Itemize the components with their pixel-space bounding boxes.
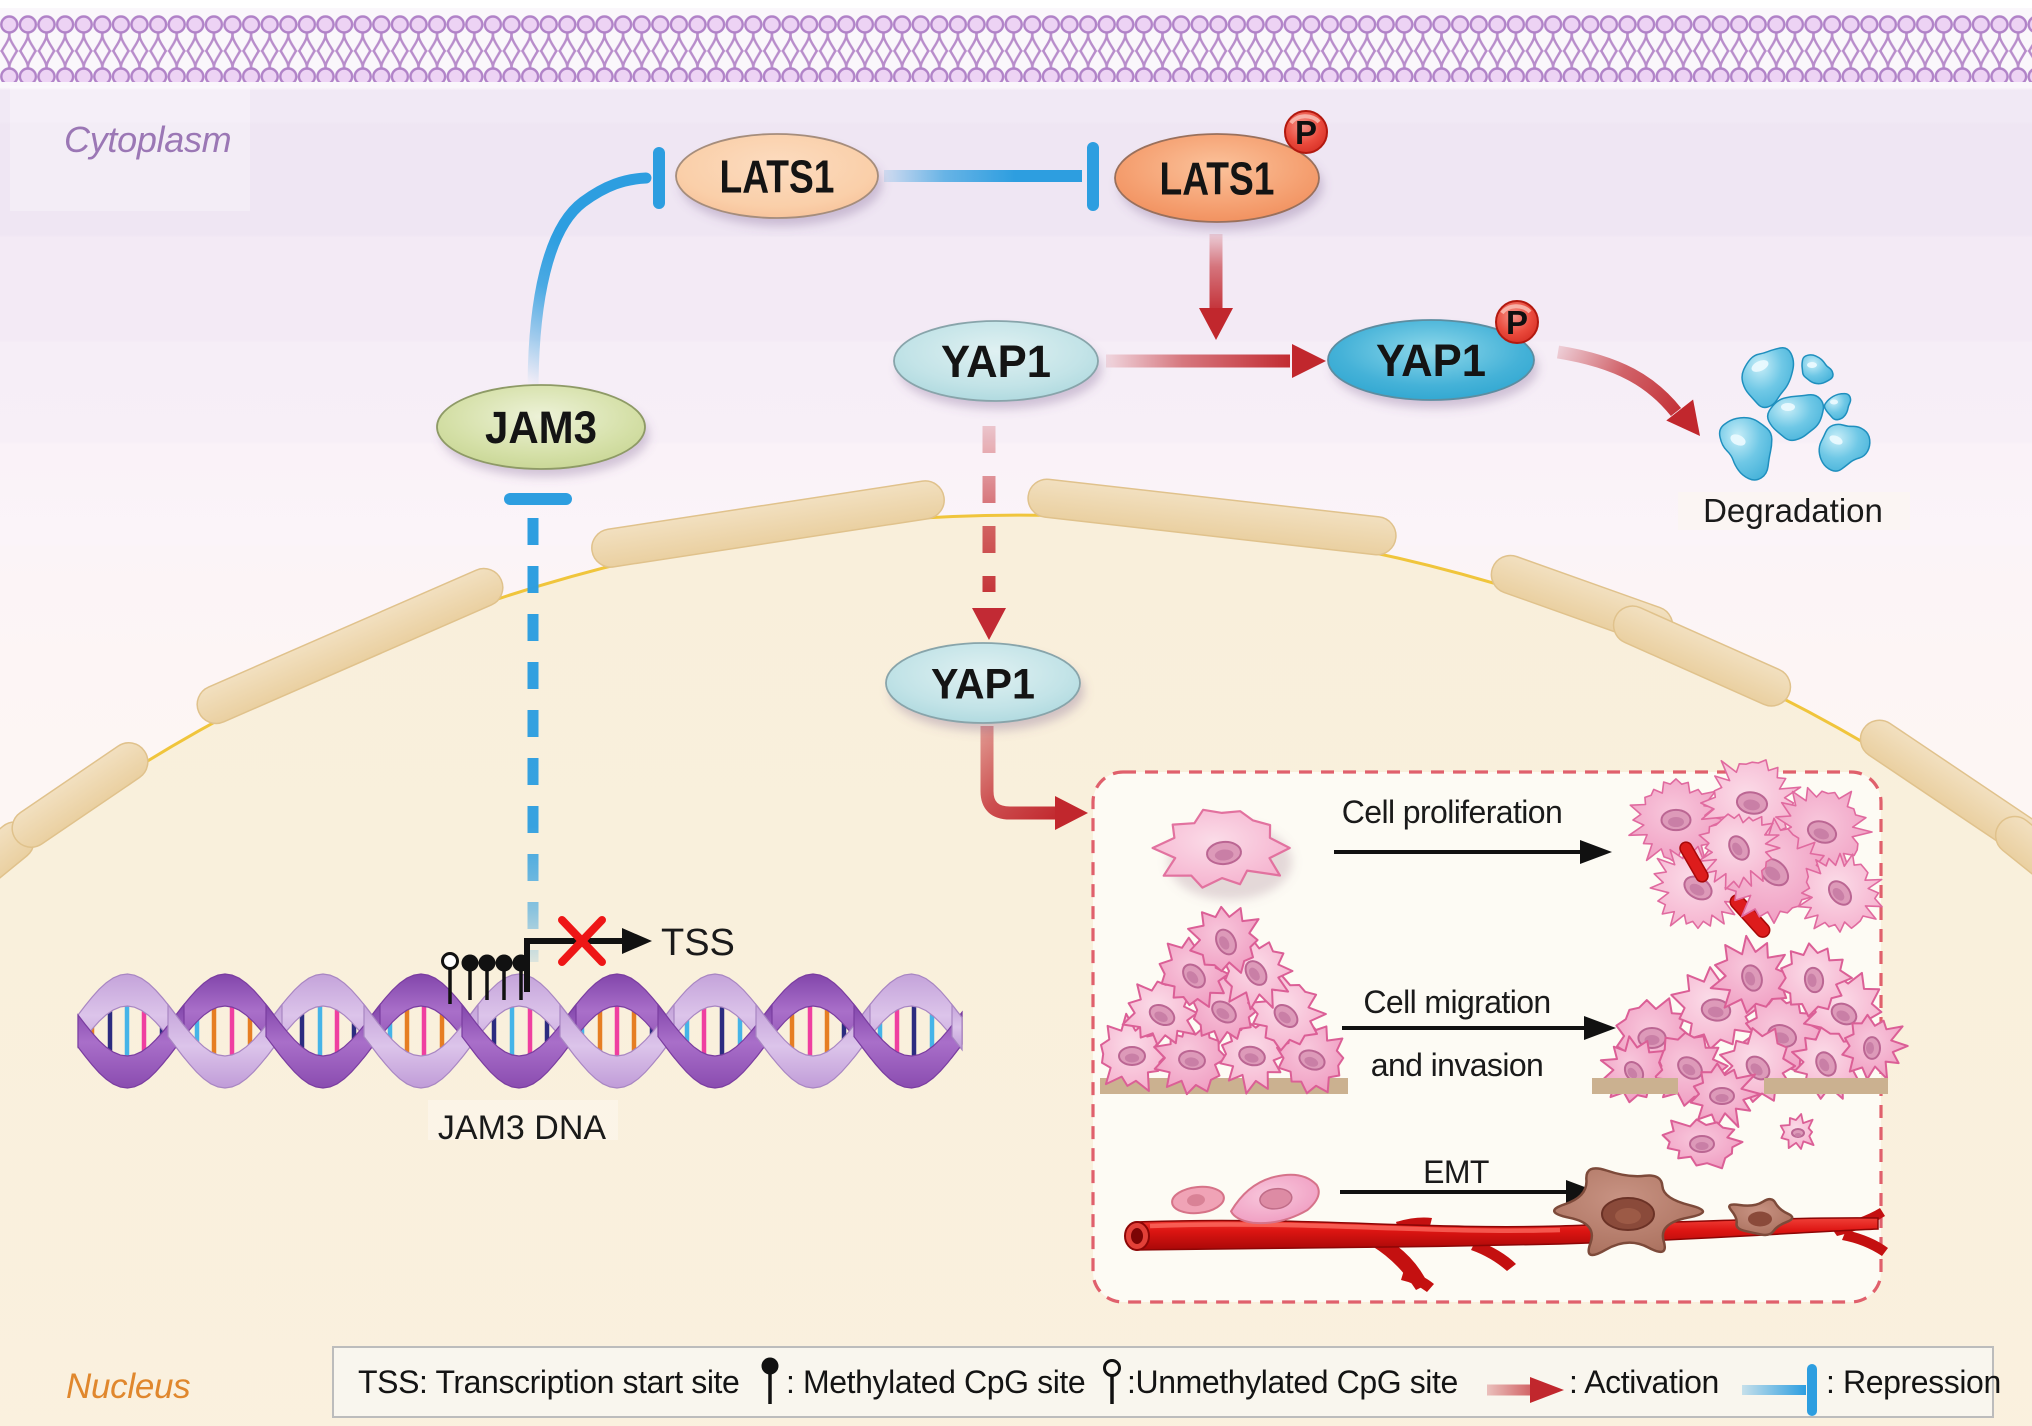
svg-text:LATS1: LATS1 <box>720 150 835 202</box>
svg-text:TSS: Transcription start site: TSS: Transcription start site <box>358 1364 739 1400</box>
svg-text:TSS: TSS <box>661 922 735 964</box>
svg-text:JAM3 DNA: JAM3 DNA <box>438 1109 606 1147</box>
svg-text:and invasion: and invasion <box>1371 1047 1544 1083</box>
svg-text:JAM3: JAM3 <box>485 402 597 453</box>
svg-text:Degradation: Degradation <box>1703 492 1883 529</box>
svg-text:LATS1: LATS1 <box>1160 152 1275 204</box>
svg-text:Cell proliferation: Cell proliferation <box>1342 794 1562 830</box>
svg-text:YAP1: YAP1 <box>931 660 1035 708</box>
svg-text:YAP1: YAP1 <box>941 336 1051 387</box>
svg-text:: Methylated CpG site: : Methylated CpG site <box>786 1364 1085 1400</box>
svg-text:: Repression: : Repression <box>1826 1364 2001 1400</box>
svg-text:Nucleus: Nucleus <box>66 1367 190 1406</box>
svg-text:: Activation: : Activation <box>1569 1364 1719 1400</box>
svg-text:Cell migration: Cell migration <box>1363 984 1550 1020</box>
svg-text:Cytoplasm: Cytoplasm <box>64 119 231 160</box>
svg-text::Unmethylated CpG site: :Unmethylated CpG site <box>1127 1364 1458 1400</box>
svg-text:P: P <box>1295 114 1317 151</box>
svg-text:P: P <box>1506 304 1528 341</box>
svg-text:YAP1: YAP1 <box>1376 335 1486 386</box>
svg-text:EMT: EMT <box>1423 1154 1489 1190</box>
